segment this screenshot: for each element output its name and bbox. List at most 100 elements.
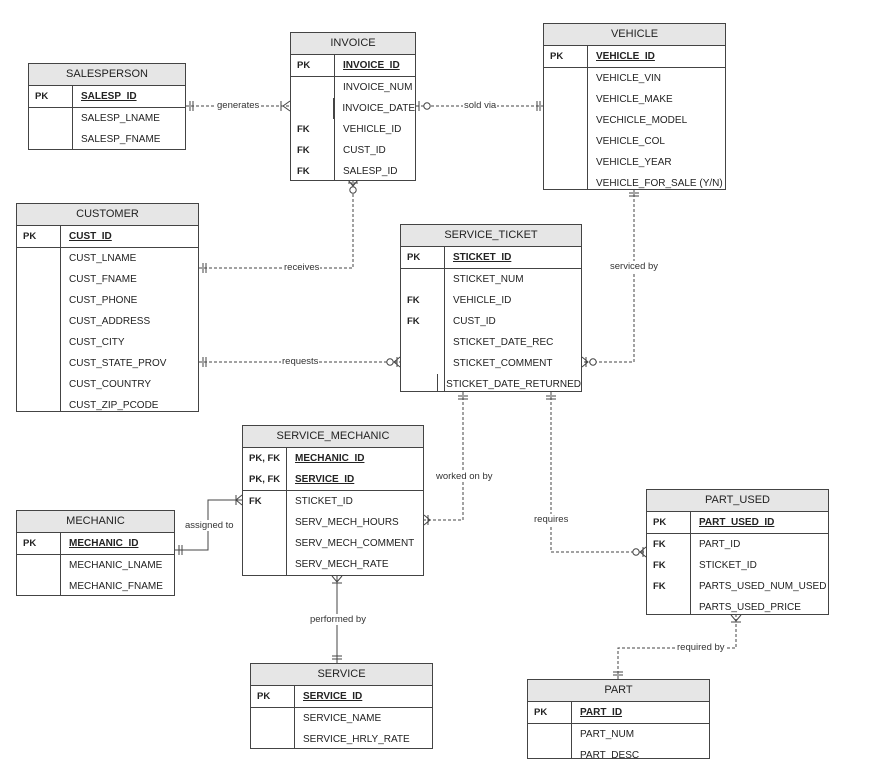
field-name: CUST_FNAME [69, 274, 137, 285]
rel-label-performed-by: performed by [309, 614, 367, 625]
field-row-part-num: PART_NUM [528, 724, 709, 745]
field-row-vehicle-vin: VEHICLE_VIN [544, 68, 725, 89]
rel-label-serviced-by: serviced by [609, 261, 660, 272]
entity-title: PART [528, 680, 709, 702]
entity-title: PART_USED [647, 490, 828, 512]
field-row-mechanic-id: PK, FK MECHANIC_ID [243, 448, 423, 469]
field-name: SERVICE_ID [303, 691, 363, 702]
key-marker: PK [17, 226, 61, 247]
key-marker [401, 353, 445, 374]
key-marker [544, 68, 588, 89]
key-marker [528, 745, 572, 758]
key-marker [647, 597, 691, 614]
rel-label-worked-on-by: worked on by [435, 471, 494, 482]
key-marker: PK [528, 702, 572, 723]
key-marker: FK [647, 576, 691, 597]
rel-label-requests: requests [281, 356, 320, 367]
entity-title: SERVICE [251, 664, 432, 686]
key-marker [401, 332, 445, 353]
key-marker [401, 269, 445, 290]
field-name: SALESP_ID [343, 166, 398, 177]
key-marker [17, 311, 61, 332]
field-name: MECHANIC_FNAME [69, 581, 163, 592]
field-row-vechicle-model: VECHICLE_MODEL [544, 110, 725, 131]
field-row-vehicle-make: VEHICLE_MAKE [544, 89, 725, 110]
field-row-cust-country: CUST_COUNTRY [17, 374, 198, 395]
key-marker: FK [647, 555, 691, 576]
field-name: PARTS_USED_NUM_USED [699, 581, 827, 592]
field-name: SERV_MECH_COMMENT [295, 538, 415, 549]
primary-key-section: PK, FK MECHANIC_ID PK, FK SERVICE_ID [243, 448, 423, 491]
field-name: SERVICE_ID [295, 474, 355, 485]
entity-title: SALESPERSON [29, 64, 185, 86]
rel-label-assigned-to: assigned to [184, 520, 235, 531]
key-marker [401, 374, 439, 391]
field-row-service-id: PK, FK SERVICE_ID [243, 469, 423, 490]
field-row-part-desc: PART_DESC [528, 745, 709, 759]
field-row-sticket-comment: STICKET_COMMENT [401, 353, 581, 374]
field-row-sticket-date-returned: STICKET_DATE_RETURNED [401, 374, 581, 391]
field-name: MECHANIC_ID [295, 453, 365, 464]
key-marker: PK, FK [243, 448, 287, 469]
key-marker [544, 152, 588, 173]
field-name: SALESP_ID [81, 91, 137, 102]
field-name: CUST_ID [453, 316, 496, 327]
field-row-vehicle-col: VEHICLE_COL [544, 131, 725, 152]
field-row-vehicle-for-sale-y-n: VEHICLE_FOR_SALE (Y/N) [544, 173, 725, 189]
key-marker [291, 98, 335, 119]
rel-label-receives: receives [283, 262, 321, 273]
field-name: STICKET_DATE_REC [453, 337, 554, 348]
key-marker [544, 89, 588, 110]
field-name: PARTS_USED_PRICE [699, 602, 801, 613]
key-marker [17, 248, 61, 269]
field-name: CUST_LNAME [69, 253, 137, 264]
key-marker: PK [29, 86, 73, 107]
key-marker: PK, FK [243, 469, 287, 490]
key-marker: FK [243, 491, 287, 512]
key-marker [17, 555, 61, 576]
key-marker [291, 77, 335, 98]
field-row-invoice-num: INVOICE_NUM [291, 77, 415, 98]
field-row-parts-used-price: PARTS_USED_PRICE [647, 597, 828, 614]
field-row-sticket-date-rec: STICKET_DATE_REC [401, 332, 581, 353]
field-name: INVOICE_NUM [343, 82, 413, 93]
key-marker [544, 131, 588, 152]
key-marker: FK [291, 119, 335, 140]
entity-title: MECHANIC [17, 511, 174, 533]
field-name: PART_DESC [580, 750, 640, 759]
key-marker [17, 290, 61, 311]
field-name: CUST_ADDRESS [69, 316, 151, 327]
field-row-service-hrly-rate: SERVICE_HRLY_RATE [251, 729, 432, 748]
key-marker [544, 110, 588, 131]
field-name: SERV_MECH_HOURS [295, 517, 399, 528]
field-name: VEHICLE_FOR_SALE (Y/N) [596, 178, 723, 189]
field-row-salesp-lname: SALESP_LNAME [29, 108, 185, 129]
field-name: MECHANIC_LNAME [69, 560, 163, 571]
key-marker [29, 129, 73, 149]
field-name: SERVICE_HRLY_RATE [303, 734, 410, 745]
field-name: VEHICLE_ID [596, 51, 655, 62]
